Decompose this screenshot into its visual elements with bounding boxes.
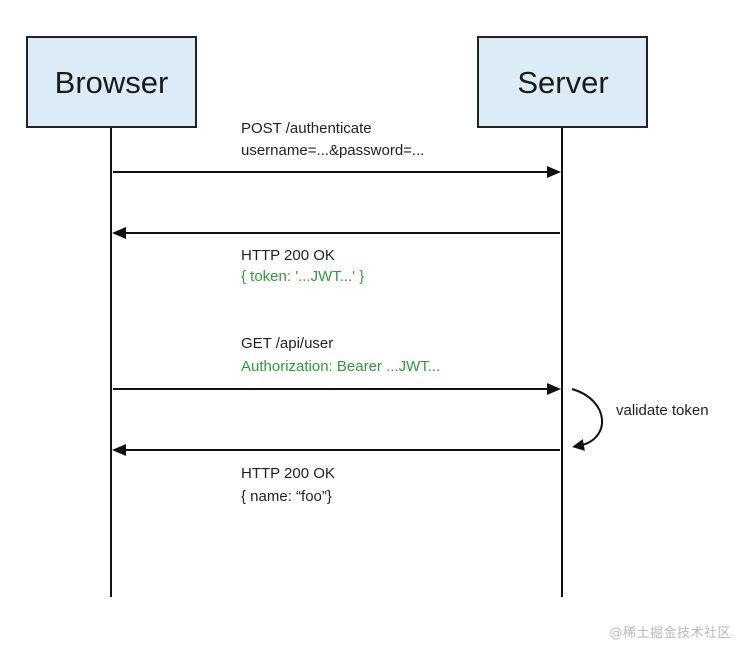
authenticate-line2: username=...&password=... xyxy=(241,142,424,159)
server-label: Server xyxy=(517,65,608,100)
get-user-line2: Authorization: Bearer ...JWT... xyxy=(241,358,440,375)
server-box xyxy=(477,36,648,128)
token-response-line2: { token: '...JWT...' } xyxy=(241,268,364,285)
user-response-line2: { name: “foo”} xyxy=(241,488,332,505)
browser-participant: Browser xyxy=(26,36,197,128)
browser-box xyxy=(26,36,197,128)
browser-label: Browser xyxy=(55,65,169,100)
validate-token-arrow xyxy=(571,388,604,451)
get-user-line1: GET /api/user xyxy=(241,335,333,352)
user-response-line1: HTTP 200 OK xyxy=(241,465,335,482)
watermark-text: @稀土掘金技术社区 xyxy=(609,626,731,641)
authenticate-line1: POST /authenticate xyxy=(241,120,372,137)
token-response-line1: HTTP 200 OK xyxy=(241,247,335,264)
validate-token-label: validate token xyxy=(616,402,709,419)
server-participant: Server xyxy=(477,36,648,128)
